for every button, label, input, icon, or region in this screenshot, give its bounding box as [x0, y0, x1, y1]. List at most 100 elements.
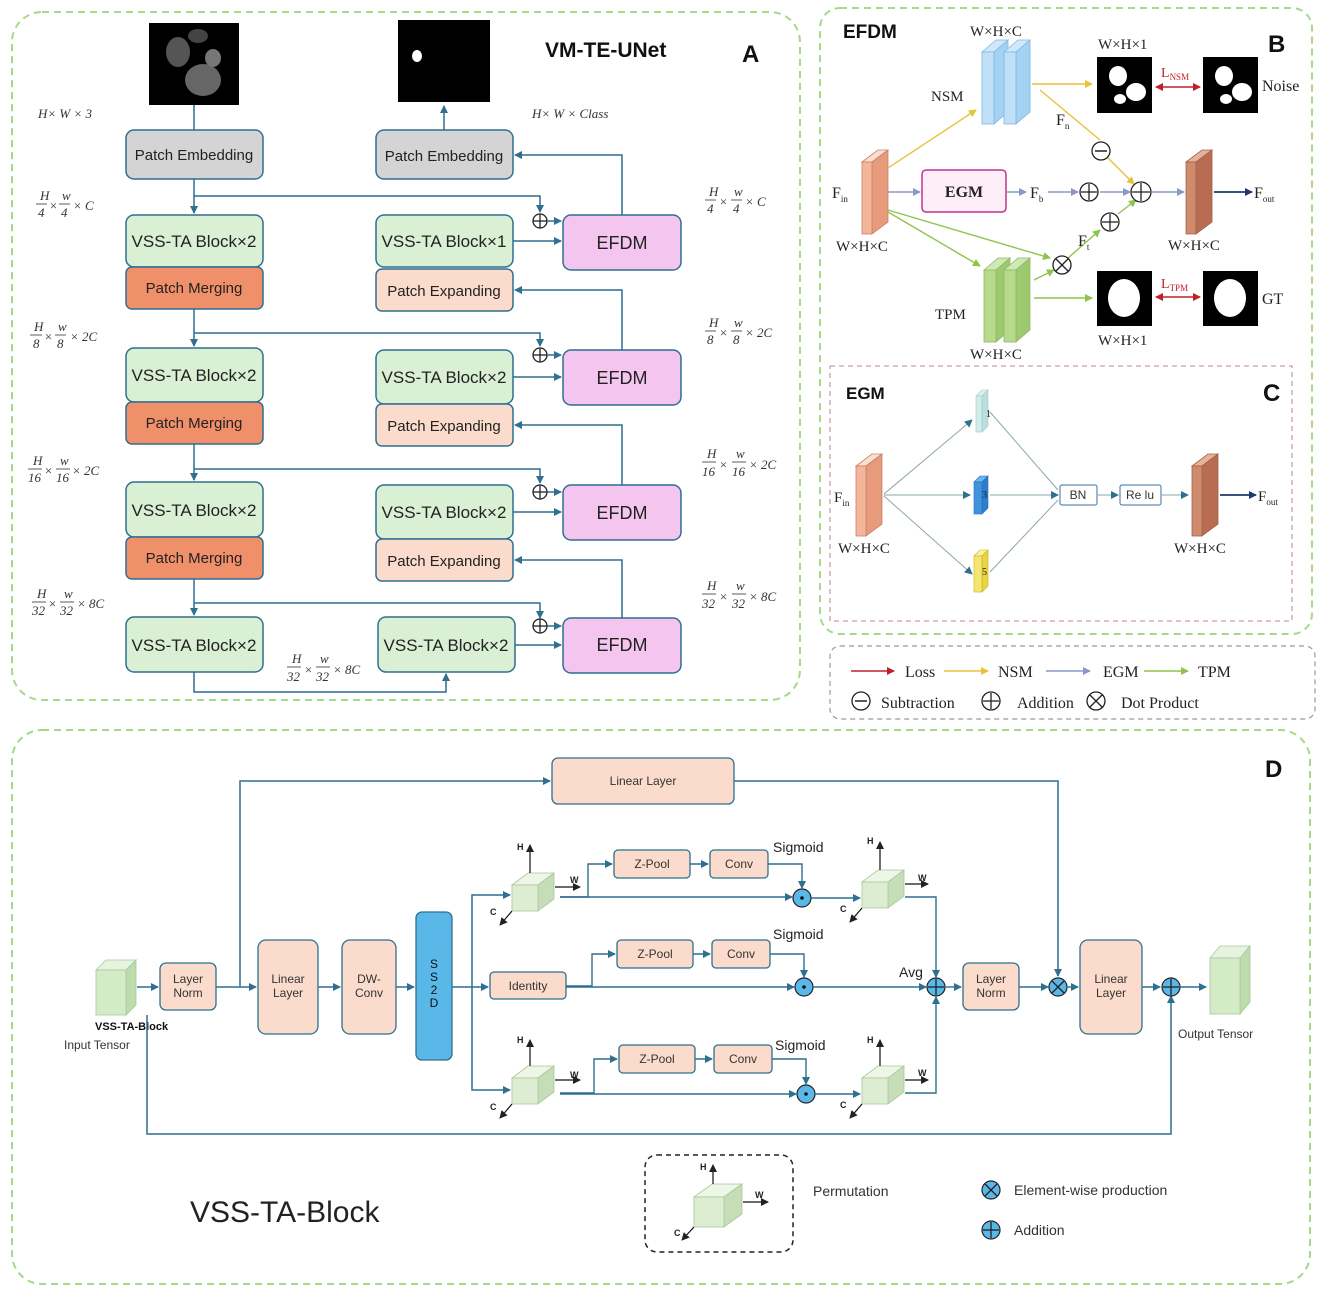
svg-text:w: w [736, 578, 745, 593]
ft-sum-arrow [1117, 199, 1137, 215]
svg-text:×: × [719, 325, 728, 340]
panel-d-border [11, 729, 1311, 1285]
patch-merging-1-label: Patch Merging [146, 280, 243, 297]
svg-text:W: W [570, 1070, 579, 1080]
tpm-input-arrow [887, 211, 981, 267]
panel-d: D VSS-TA-Block VSS-TA-Block Input Tensor… [11, 729, 1311, 1285]
svg-text:H: H [708, 184, 719, 199]
panel-b-letter: B [1268, 31, 1285, 58]
axes-icon: H W C [490, 842, 581, 926]
kernel-1 [975, 389, 989, 433]
identity-label: Identity [509, 979, 548, 993]
svg-text:8: 8 [707, 332, 714, 347]
egm-fin-label: Fin [834, 490, 850, 508]
permutation-label: Permutation [813, 1183, 888, 1199]
svg-text:H: H [700, 1162, 707, 1172]
input-image-organ [188, 29, 208, 43]
sigmoid-dot-2 [794, 977, 814, 997]
ft-label: Ft [1078, 233, 1090, 252]
subtraction-icon [851, 691, 871, 711]
input-block-label: VSS-TA-Block [95, 1021, 169, 1033]
nsm-mask [1097, 57, 1152, 113]
arrow [566, 950, 616, 987]
dim-level-2-right: H 8 × w 8 × 2C [705, 315, 773, 347]
addition-label: Addition [1014, 1222, 1065, 1238]
patch-expanding-2-label: Patch Expanding [387, 418, 500, 435]
fout-dims: W×H×C [1168, 238, 1220, 254]
egm-label: EGM [945, 184, 983, 201]
legend-dot-product: Dot Product [1121, 695, 1199, 712]
tpm-dims: W×H×C [970, 347, 1022, 363]
efdm-block-3-label: EFDM [597, 503, 648, 523]
axes-icon: H W C [840, 1035, 929, 1119]
svg-text:× 2C: × 2C [70, 329, 98, 344]
svg-text:×: × [44, 329, 53, 344]
svg-text:×: × [304, 662, 313, 677]
panel-c-border [829, 365, 1293, 622]
svg-text:×: × [44, 463, 53, 478]
dim-level-3: H 16 × w 16 × 2C [28, 453, 100, 485]
axes-icon: H W C [840, 836, 929, 923]
svg-text:× 2C: × 2C [745, 325, 773, 340]
svg-text:4: 4 [707, 201, 714, 216]
fn-label: Fn [1056, 112, 1070, 131]
nsm-mask-blob [1114, 94, 1126, 104]
tpm-mask-dims: W×H×1 [1098, 333, 1147, 349]
addition-icon [1100, 212, 1120, 232]
svg-text:16: 16 [732, 464, 746, 479]
legend: Loss NSM EGM TPM Subtraction Addition Do… [829, 645, 1316, 720]
element-wise-icon [981, 1180, 1001, 1200]
efdm-output-3 [514, 421, 623, 485]
svg-text:8: 8 [733, 332, 740, 347]
svg-text:8: 8 [57, 336, 64, 351]
dim-level-3-right: H 16 × w 16 × 2C [702, 446, 777, 479]
panel-d-letter: D [1265, 756, 1282, 783]
fout-feature-cube [1184, 149, 1214, 235]
legend-nsm: NSM [998, 664, 1033, 681]
arrow [560, 1055, 618, 1094]
svg-text:C: C [674, 1228, 681, 1238]
panel-d-caption: VSS-TA-Block [190, 1196, 380, 1229]
panel-a-border [11, 11, 801, 701]
panel-a-title: VM-TE-UNet [545, 39, 666, 62]
svg-text:w: w [58, 319, 67, 334]
legend-subtraction: Subtraction [881, 695, 955, 712]
svg-text:32: 32 [701, 596, 716, 611]
egm-arrow [883, 495, 973, 575]
tpm-label: TPM [935, 307, 966, 323]
noise-label: Noise [1262, 78, 1299, 95]
svg-text:w: w [734, 315, 743, 330]
skip-connection-2 [194, 332, 544, 347]
ft-arrow [1067, 229, 1101, 259]
fn-arrow [1039, 89, 1101, 141]
encoder-block-4-label: VSS-TA Block×2 [132, 636, 257, 655]
svg-text:w: w [62, 188, 71, 203]
legend-tpm: TPM [1198, 664, 1231, 681]
nsm-mask-blob [1126, 83, 1146, 101]
svg-text:H: H [517, 1035, 524, 1045]
decoder-block-4-label: VSS-TA Block×2 [384, 636, 509, 655]
patch-expanding-1 [375, 268, 514, 312]
svg-text:H: H [706, 578, 717, 593]
addition-icon [981, 1220, 1001, 1240]
encoder-block-3-label: VSS-TA Block×2 [132, 501, 257, 520]
efdm-output-1 [514, 151, 623, 215]
svg-text:H: H [867, 1035, 874, 1045]
bn-label: BN [1070, 488, 1087, 502]
fin-feature-cube [860, 149, 890, 235]
sigmoid-dot-1 [792, 888, 812, 908]
efdm-block-4-label: EFDM [597, 635, 648, 655]
efdm-block-1-label: EFDM [597, 233, 648, 253]
fb-label: Fb [1030, 185, 1044, 204]
dot-input-arrow [887, 209, 1051, 260]
addition-icon [926, 977, 946, 997]
patch-embedding-encoder-label: Patch Embedding [135, 147, 253, 164]
svg-text:32: 32 [315, 669, 330, 684]
svg-text:× 2C: × 2C [749, 457, 777, 472]
patch-expanding-3 [375, 538, 514, 582]
conv-3-label: Conv [729, 1052, 757, 1066]
svg-text:× 8C: × 8C [333, 662, 361, 677]
dim-level-2: H 8 × w 8 × 2C [30, 319, 98, 351]
svg-text:W: W [570, 875, 579, 885]
